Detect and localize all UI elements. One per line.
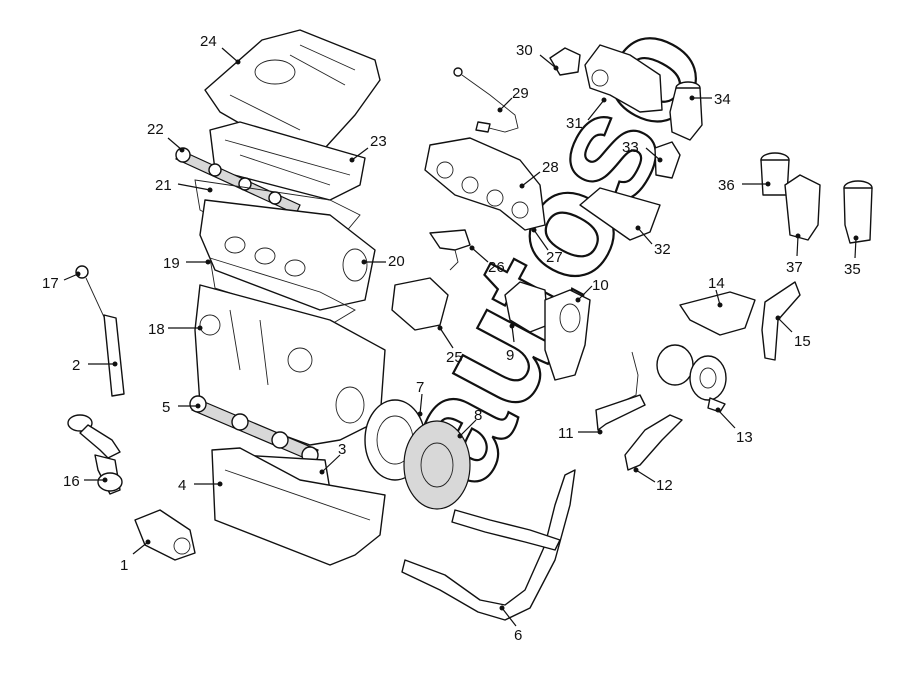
turbocharger-part [656, 344, 727, 413]
callout-12: 12 [656, 477, 673, 494]
callout-4: 4 [178, 477, 186, 494]
callout-33: 33 [622, 139, 639, 156]
callout-11: 11 [558, 425, 574, 442]
callout-34: 34 [714, 91, 731, 108]
callout-13: 13 [736, 429, 753, 446]
callout-26: 26 [488, 259, 505, 276]
callout-19: 19 [163, 255, 180, 272]
engine-block-part [194, 284, 386, 446]
callout-14: 14 [708, 275, 725, 292]
egr-solenoid-part [669, 81, 703, 141]
callout-2: 2 [72, 357, 80, 374]
cylinder-head-part [199, 199, 376, 311]
callout-5: 5 [162, 399, 170, 416]
callout-36: 36 [718, 177, 735, 194]
dipstick-part [75, 265, 125, 397]
callout-20: 20 [388, 253, 405, 270]
callout-24: 24 [200, 33, 217, 50]
callout-6: 6 [514, 627, 522, 644]
bracket-33-part [654, 141, 681, 179]
crankshaft-part [189, 395, 319, 464]
turbo-oil-return-pipe-part [624, 414, 683, 471]
oil-pan-part [211, 447, 386, 566]
callout-15: 15 [794, 333, 811, 350]
clutch-part [403, 420, 471, 510]
catalytic-converter-part [504, 281, 591, 381]
fuel-filter-36-part [760, 152, 790, 196]
egr-valve-part [391, 229, 471, 331]
callout-17: 17 [42, 275, 59, 292]
fuel-filter-35-part [843, 180, 873, 244]
callout-27: 27 [546, 249, 563, 266]
callout-30: 30 [516, 42, 533, 59]
callout-22: 22 [147, 121, 164, 138]
temperature-sensor-part [453, 67, 519, 133]
callout-28: 28 [542, 159, 559, 176]
callout-25: 25 [446, 349, 463, 366]
callout-35: 35 [844, 261, 861, 278]
egr-cooler-part [549, 44, 663, 113]
callout-1: 1 [120, 557, 128, 574]
heat-shield-14-part [679, 291, 756, 336]
bracket-15-part [761, 281, 801, 361]
head-gasket-part [209, 257, 356, 326]
callout-group: 1 2 3 4 5 6 7 8 9 10 11 12 13 [42, 33, 861, 644]
callout-31: 31 [566, 115, 583, 132]
starter-motor-part [134, 509, 196, 561]
exhaust-manifold-part [424, 137, 546, 231]
callout-3: 3 [338, 441, 346, 458]
oil-filler-part [67, 414, 123, 495]
callout-37: 37 [786, 259, 803, 276]
callout-7: 7 [416, 379, 424, 396]
fuel-filter-housing-37-part [784, 174, 821, 241]
callout-10: 10 [592, 277, 609, 294]
callout-21: 21 [155, 177, 172, 194]
callout-8: 8 [474, 407, 482, 424]
callout-23: 23 [370, 133, 387, 150]
callout-18: 18 [148, 321, 165, 338]
callout-9: 9 [506, 347, 514, 364]
turbo-oil-feed-pipe-part [595, 351, 646, 431]
callout-16: 16 [63, 473, 80, 490]
callout-32: 32 [654, 241, 671, 258]
callout-29: 29 [512, 85, 529, 102]
coolant-pipe-part [401, 469, 576, 621]
